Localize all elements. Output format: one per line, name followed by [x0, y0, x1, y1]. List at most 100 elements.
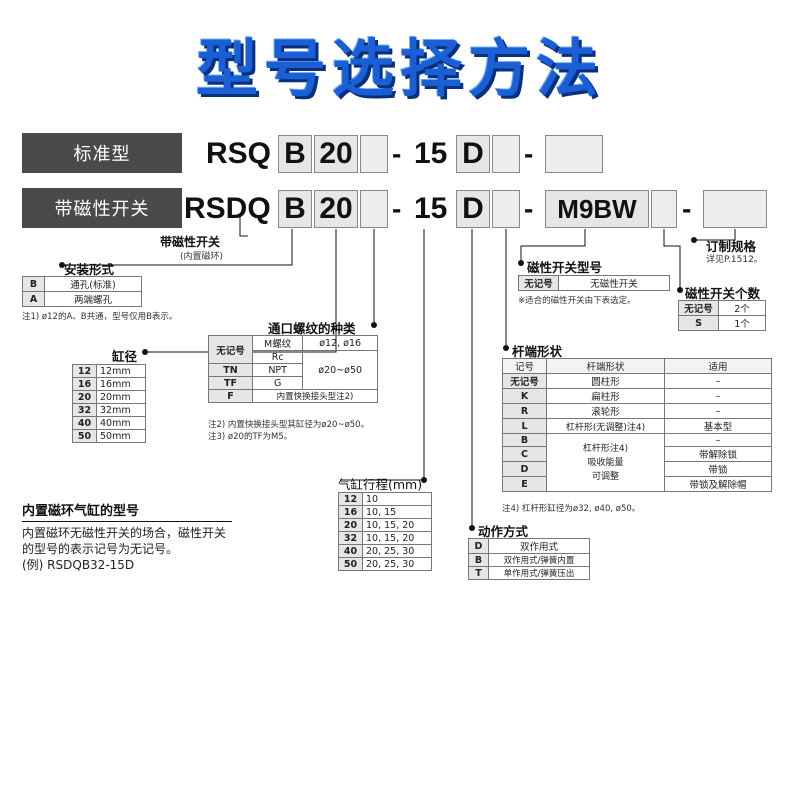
magnetic-dash-2: - [524, 193, 534, 224]
magnetic-port-box [360, 190, 388, 228]
rod-lever-cell: 杠杆形注4) 吸收能量 可调整 [546, 433, 665, 492]
switch-model-code: 无记号 [518, 275, 559, 291]
custom-dot [691, 237, 697, 243]
rod-header: 杆端形状 [546, 358, 665, 374]
standard-custom-box [545, 135, 603, 173]
custom-sub: 详见P.1512。 [706, 255, 763, 265]
builtin-line-1: 内置磁环无磁性开关的场合，磁性开关 [22, 526, 227, 540]
magnet-mark-sub: (内置磁环) [180, 252, 224, 262]
magnetic-mount-box: B [278, 190, 312, 228]
switch-model-table: 无记号无磁性开关 [518, 275, 670, 291]
magnetic-action-box: D [456, 190, 490, 228]
port-code: F [208, 389, 253, 403]
mount-code: B [22, 276, 45, 292]
magnetic-prefix: RSDQ [184, 192, 271, 225]
rod-code: C [502, 446, 547, 462]
action-text: 单作用式/弹簧压出 [488, 566, 590, 580]
bore-text: 40mm [96, 416, 146, 430]
action-code: T [468, 566, 489, 580]
rod-header: 适用 [664, 358, 772, 374]
leader-magnet [239, 215, 248, 237]
leader-mount [62, 229, 293, 266]
port-thread-table: 无记号 M螺纹 ø12, ø16 Rc ø20~ø50 TN NPT TF G … [208, 335, 378, 403]
port-bore: ø20~ø50 [302, 350, 378, 390]
stroke-text: 10 [362, 492, 432, 506]
action-code: B [468, 553, 489, 567]
mount-code: A [22, 291, 45, 307]
leader-switch-qty [663, 229, 681, 290]
stroke-code: 12 [338, 492, 363, 506]
rod-end-dot [503, 345, 509, 351]
mount-text: 通孔(标准) [44, 276, 142, 292]
magnetic-dash-3: - [682, 193, 692, 224]
table-row: TF G [208, 376, 378, 390]
leader-switch-model [520, 229, 586, 262]
rod-code: B [502, 433, 547, 447]
port-note-3: 注3) ø20的TF为M5。 [208, 432, 293, 442]
switch-qty-title: 磁性开关个数 [685, 286, 761, 301]
port-code: TN [208, 363, 253, 377]
stroke-dot [421, 477, 427, 483]
stroke-code: 20 [338, 518, 363, 532]
magnetic-type-label: 带磁性开关 [22, 188, 182, 228]
standard-dash-1: - [392, 138, 402, 169]
table-row: F 内置快换接头型注2) [208, 389, 378, 403]
table-row: Rc ø20~ø50 [209, 350, 378, 390]
rod-use: – [664, 373, 772, 389]
standard-prefix: RSQ [206, 137, 272, 170]
stroke-text: 10, 15, 20 [362, 531, 432, 545]
rod-code: E [502, 476, 547, 492]
rod-end-title: 杆端形状 [512, 344, 563, 359]
bore-text: 16mm [96, 377, 146, 391]
port-type: 内置快换接头型注2) [252, 389, 378, 403]
bore-code: 12 [72, 364, 97, 378]
custom-title: 订制规格 [706, 239, 757, 254]
bore-code: 16 [72, 377, 97, 391]
standard-type-label: 标准型 [22, 133, 182, 173]
bore-code: 50 [72, 429, 97, 443]
rod-lever-line: 杠杆形注4) [582, 443, 629, 454]
port-type: Rc [251, 350, 304, 364]
bore-size-title: 缸径 [112, 349, 138, 364]
magnet-mark-title: 带磁性开关 [160, 235, 221, 249]
magnetic-switch-box: M9BW [545, 190, 649, 228]
switch-qty-code: 无记号 [678, 300, 719, 316]
bore-text: 32mm [96, 403, 146, 417]
rod-use: 带锁及解除帽 [664, 476, 772, 492]
stroke-code: 32 [338, 531, 363, 545]
stroke-code: 50 [338, 557, 363, 571]
port-type: NPT [251, 363, 304, 377]
magnetic-bore-box: 20 [314, 190, 358, 228]
magnetic-dash-1: - [392, 193, 402, 224]
rod-code: 无记号 [502, 373, 547, 389]
action-title: 动作方式 [478, 524, 529, 539]
rod-lever-line: 吸收能量 [587, 457, 624, 468]
rod-shape: 扁柱形 [546, 388, 665, 404]
builtin-line-3: (例) RSDQB32-15D [22, 558, 135, 572]
rod-use: – [664, 388, 772, 404]
rod-shape: 圆柱形 [546, 373, 665, 389]
rod-lever-line: 可调整 [591, 471, 619, 482]
table-row: 无记号 M螺纹 ø12, ø16 [208, 335, 378, 364]
bore-code: 32 [72, 403, 97, 417]
